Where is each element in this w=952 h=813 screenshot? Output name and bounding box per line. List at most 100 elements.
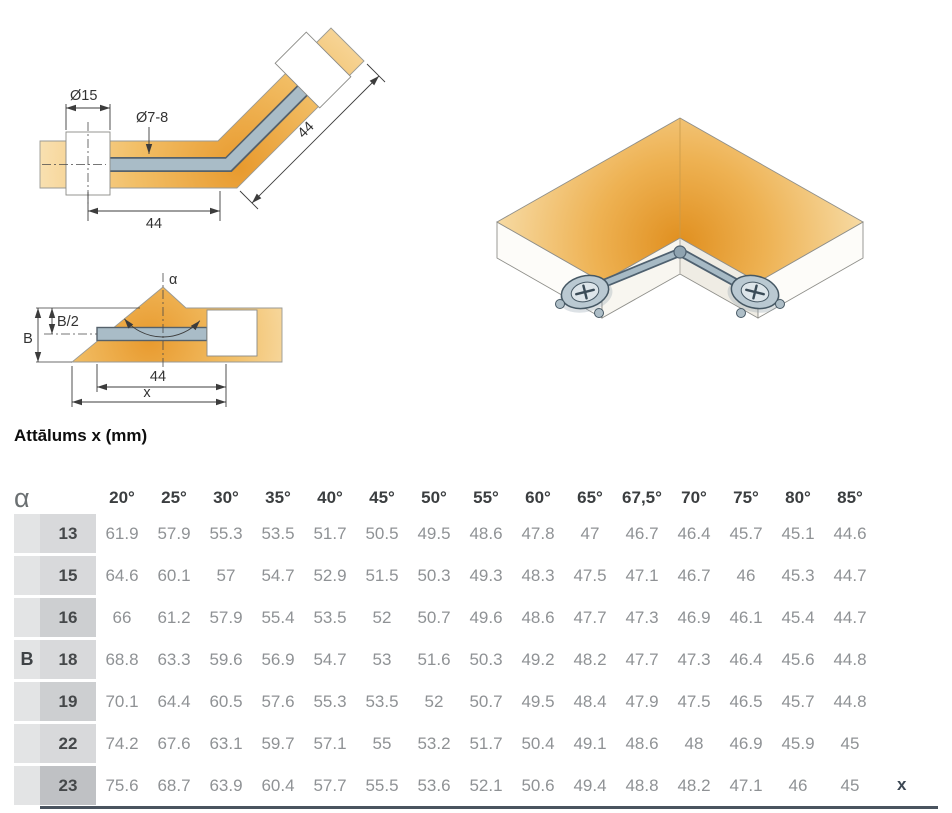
- distance-value: 68.8: [105, 649, 139, 669]
- angle-header: 45°: [369, 488, 395, 507]
- distance-value: 47.9: [625, 691, 659, 711]
- distance-value: 60.4: [261, 775, 295, 795]
- distance-value: 47.7: [625, 649, 659, 669]
- distance-value: 60.1: [157, 565, 191, 585]
- row-b-value: 15: [40, 556, 96, 595]
- mounting-screw: [555, 299, 565, 309]
- distance-value: 74.2: [105, 733, 139, 753]
- distance-value: 57.1: [313, 733, 347, 753]
- distance-value: 55.5: [365, 775, 399, 795]
- angle-header: 40°: [317, 488, 343, 507]
- distance-value: 47: [580, 523, 600, 543]
- distance-value: 45: [840, 775, 860, 795]
- distance-value: 51.7: [313, 523, 347, 543]
- distance-value: 44.7: [833, 565, 867, 585]
- distance-value: 45.4: [781, 607, 815, 627]
- distance-value: 44.6: [833, 523, 867, 543]
- distance-value: 63.1: [209, 733, 243, 753]
- distance-value: 45.6: [781, 649, 815, 669]
- distance-value: 45: [840, 733, 860, 753]
- distance-value: 46.5: [729, 691, 763, 711]
- distance-value: 70.1: [105, 691, 139, 711]
- distance-value: 48.3: [521, 565, 555, 585]
- distance-value: 68.7: [157, 775, 191, 795]
- rod-joint: [673, 245, 687, 259]
- distance-value: 46.4: [677, 523, 711, 543]
- distance-value: 57.9: [157, 523, 191, 543]
- row-b-value: 23: [40, 766, 96, 805]
- distance-value: 53.6: [417, 775, 451, 795]
- distance-value: 47.8: [521, 523, 555, 543]
- panel-section: [39, 27, 365, 189]
- distance-value: 51.7: [469, 733, 503, 753]
- distance-value: 48.6: [469, 523, 503, 543]
- horizontal-length-label: 44: [146, 216, 162, 232]
- distance-value: 61.2: [157, 607, 191, 627]
- angle-label: α: [169, 272, 177, 288]
- distance-value: 55.3: [313, 691, 347, 711]
- distance-value: 45.9: [781, 733, 815, 753]
- distance-value: 50.3: [469, 649, 503, 669]
- extension-line: [239, 190, 259, 210]
- table-header-row: α 20°25°30°35°40°45°50°55°60°65°67,5°70°…: [14, 460, 876, 514]
- technical-drawings: Ø15 Ø7-8 44 44 α: [23, 27, 864, 407]
- distance-value: 50.6: [521, 775, 555, 795]
- distance-value: 46.9: [677, 607, 711, 627]
- distance-value: 53: [372, 649, 392, 669]
- distance-value: 52: [424, 691, 444, 711]
- distance-value: 45.7: [781, 691, 815, 711]
- distance-value: 59.7: [261, 733, 295, 753]
- distance-value: 59.6: [209, 649, 243, 669]
- distance-value: 53.2: [417, 733, 451, 753]
- extension-line: [366, 63, 386, 83]
- distance-value: 55.4: [261, 607, 295, 627]
- row-spacer: [14, 640, 40, 679]
- angle-drawing: α B/2 B 44 x: [23, 272, 283, 407]
- distance-value: 49.3: [469, 565, 503, 585]
- distance-value: 46: [788, 775, 808, 795]
- distance-value: 50.7: [469, 691, 503, 711]
- distance-value: 48.6: [625, 733, 659, 753]
- distance-value: 64.6: [105, 565, 139, 585]
- distance-value: 50.4: [521, 733, 555, 753]
- distance-value: 48.2: [573, 649, 607, 669]
- table-bottom-rule: [40, 806, 938, 809]
- x-axis-label: x: [897, 775, 907, 794]
- angle-header: 67,5°: [622, 488, 662, 507]
- distance-value: 53.5: [365, 691, 399, 711]
- distance-value: 50.7: [417, 607, 451, 627]
- distance-value: 53.5: [261, 523, 295, 543]
- distance-value: 47.1: [625, 565, 659, 585]
- distance-value: 75.6: [105, 775, 139, 795]
- distance-value: 51.5: [365, 565, 399, 585]
- distance-value: 46.1: [729, 607, 763, 627]
- angle-header: 60°: [525, 488, 551, 507]
- row-b-value: 22: [40, 724, 96, 763]
- corner-assembly-illustration: [496, 117, 864, 320]
- distance-value: 49.5: [417, 523, 451, 543]
- distance-value: 45.7: [729, 523, 763, 543]
- angle-header: 35°: [265, 488, 291, 507]
- distance-value: 47.3: [677, 649, 711, 669]
- angle-header: 75°: [733, 488, 759, 507]
- row-b-value: 19: [40, 682, 96, 721]
- distance-value: 44.8: [833, 649, 867, 669]
- mounting-screw: [594, 308, 604, 318]
- distance-value: 67.6: [157, 733, 191, 753]
- distance-value: 48.8: [625, 775, 659, 795]
- distance-value: 57.9: [209, 607, 243, 627]
- len-44-label: 44: [150, 369, 166, 385]
- hole-diameter-label: Ø15: [70, 88, 97, 104]
- distance-value: 46.4: [729, 649, 763, 669]
- row-b-value: 18: [40, 640, 96, 679]
- distance-value: 46: [736, 565, 756, 585]
- distance-value: 50.5: [365, 523, 399, 543]
- distance-value: 46.7: [677, 565, 711, 585]
- drill-hole: [206, 309, 258, 357]
